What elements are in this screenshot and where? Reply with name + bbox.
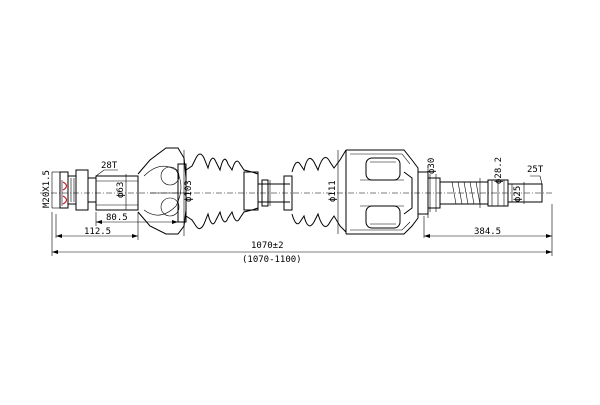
- dia-63-label: ϕ63: [116, 182, 126, 198]
- inner-cv-joint: [345, 149, 429, 235]
- shaft-bar: [258, 175, 293, 211]
- dim-384-5-label: 384.5: [474, 227, 501, 237]
- total-length-label: 1070±2: [251, 241, 284, 251]
- dia-28-2-label: ϕ28.2: [494, 157, 504, 184]
- dia-30-label: ϕ30: [427, 158, 437, 174]
- dimension-lines: [51, 150, 553, 256]
- dim-80-5-label: 80.5: [106, 213, 128, 223]
- dia-25-label: ϕ25: [513, 186, 523, 202]
- dia-103-label: ϕ103: [184, 180, 194, 202]
- outer-hub-end: [59, 169, 139, 211]
- spline-outer-label: 28T: [101, 161, 118, 171]
- dia-111-label: ϕ111: [328, 180, 338, 202]
- inner-boot: [291, 149, 347, 233]
- outer-boot: [185, 153, 259, 230]
- spline-inner-label: 25T: [527, 165, 544, 175]
- outer-cv-joint: [137, 147, 187, 235]
- dim-112-5-label: 112.5: [84, 227, 111, 237]
- thread-mark: [62, 181, 68, 205]
- thread-label: M20X1.5: [42, 170, 52, 208]
- length-range-label: (1070-1100): [242, 255, 302, 265]
